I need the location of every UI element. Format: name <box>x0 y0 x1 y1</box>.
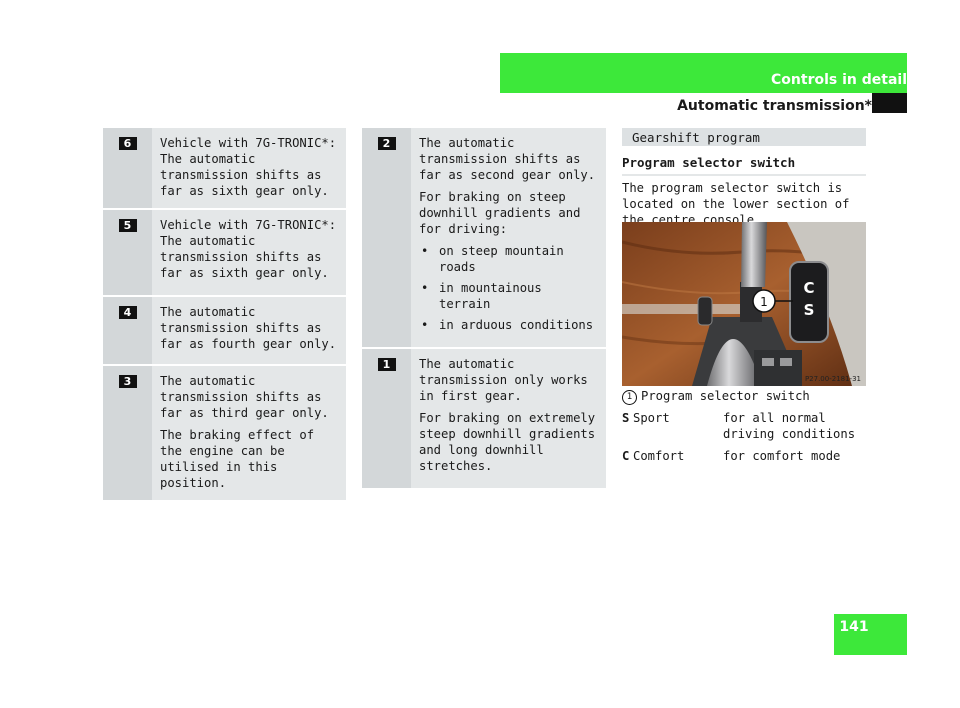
callout-number: 1 <box>760 295 768 309</box>
gear-6-badge: 6 <box>118 137 137 150</box>
caption-text: Program selector switch <box>641 389 810 403</box>
page-number: 141 <box>839 619 869 635</box>
section-label: Gearshift program <box>632 130 760 145</box>
subheading: Program selector switch <box>622 155 866 176</box>
gear-row-3: 3 The automatic transmission shifts as f… <box>103 364 346 500</box>
button-s-label: S <box>804 301 815 319</box>
mode-key: C <box>622 449 630 463</box>
photo-code: P27.00-2181-31 <box>805 375 861 383</box>
gear-3-note: The braking effect of the engine can be … <box>160 428 315 490</box>
gear-3-text: The automatic transmission shifts as far… <box>160 374 329 420</box>
button-c-label: C <box>803 279 814 297</box>
header-bar <box>500 53 907 93</box>
gear-4-badge: 4 <box>118 306 137 319</box>
bullet-item: on steep mountain roads <box>419 243 600 275</box>
mode-description: for comfort mode <box>723 449 841 463</box>
gear-6-text: Vehicle with 7G-TRONIC*: The automatic t… <box>160 136 337 198</box>
section-bar <box>622 128 866 146</box>
mode-name: Sport <box>633 411 670 425</box>
gear-1-badge: 1 <box>377 358 396 371</box>
gear-table-left: 6 Vehicle with 7G-TRONIC*: The automatic… <box>103 128 346 500</box>
gear-row-4: 4 The automatic transmission shifts as f… <box>103 295 346 365</box>
callout-circle <box>752 289 776 313</box>
page-title: Automatic transmission* <box>677 98 872 114</box>
gear-table-middle: 2 The automatic transmission shifts as f… <box>362 128 606 488</box>
mode-description: for all normal driving conditions <box>723 411 856 441</box>
gear-4-text: The automatic transmission shifts as far… <box>160 305 337 351</box>
caption-number: 1 <box>622 390 637 405</box>
gear-5-badge: 5 <box>118 219 137 232</box>
gear-row-2: 2 The automatic transmission shifts as f… <box>362 128 606 348</box>
gear-2-bullets: on steep mountain roads in mountainous t… <box>419 243 600 333</box>
gear-row-6: 6 Vehicle with 7G-TRONIC*: The automatic… <box>103 128 346 209</box>
bullet-item: in mountainous terrain <box>419 280 600 312</box>
header-tab-marker <box>872 93 907 113</box>
mode-name: Comfort <box>633 449 685 463</box>
selector-switch-photo: C S 1 P27.00-2181-31 <box>622 222 866 386</box>
page-number-box <box>834 614 907 655</box>
gear-row-1: 1 The automatic transmission only works … <box>362 347 606 488</box>
gear-2-note: For braking on steep downhill gradients … <box>419 190 581 236</box>
gear-1-note: For braking on extremely steep downhill … <box>419 411 596 473</box>
bullet-item: in arduous conditions <box>419 317 600 333</box>
gear-row-5: 5 Vehicle with 7G-TRONIC*: The automatic… <box>103 208 346 296</box>
intro-text: The program selector switch is located o… <box>622 181 850 227</box>
gear-2-badge: 2 <box>377 137 396 150</box>
gear-1-text: The automatic transmission only works in… <box>419 357 588 403</box>
gear-2-text: The automatic transmission shifts as far… <box>419 136 596 182</box>
gear-3-badge: 3 <box>118 375 137 388</box>
photo-caption: 1 Program selector switch <box>622 389 810 405</box>
mode-key: S <box>622 411 630 425</box>
gear-5-text: Vehicle with 7G-TRONIC*: The automatic t… <box>160 218 337 280</box>
section-title: Controls in detail <box>771 72 907 88</box>
